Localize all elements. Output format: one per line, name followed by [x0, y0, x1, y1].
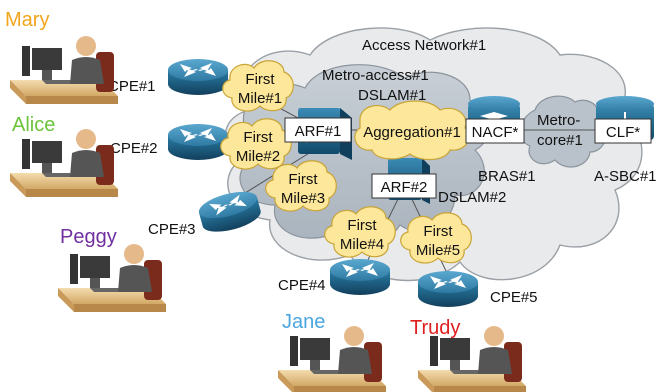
cpe-router-4	[330, 259, 390, 295]
first-mile-2-label-line2: Mile#2	[236, 148, 280, 165]
a-sbc-label: A-SBC#1	[594, 168, 657, 185]
aggregation-cloud: Aggregation#1	[354, 100, 470, 161]
arf-1-box: ARF#1	[284, 117, 352, 143]
peggy-person-icon	[58, 244, 166, 312]
trudy-name: Trudy	[410, 317, 460, 339]
clf-label: CLF*	[606, 124, 640, 141]
cpe-router-2	[168, 124, 228, 160]
cpe-router-5	[418, 271, 478, 307]
mary-person-icon	[10, 36, 118, 104]
arf-2-label: ARF#2	[381, 179, 428, 196]
metro-core-label-line2: core#1	[537, 132, 583, 149]
aggregation-label: Aggregation#1	[363, 124, 461, 141]
first-mile-3-label-line1: First	[288, 171, 318, 188]
first-mile-4-label-line2: Mile#4	[340, 236, 384, 253]
first-mile-5-label-line1: First	[423, 223, 453, 240]
cpe-5-label: CPE#5	[490, 289, 538, 306]
metro-core-label-line1: Metro-	[537, 112, 580, 129]
arf-2-box: ARF#2	[371, 173, 437, 199]
alice-name: Alice	[12, 114, 55, 136]
cpe-4-label: CPE#4	[278, 277, 326, 294]
bras-label: BRAS#1	[478, 168, 536, 185]
cpe-2-label: CPE#2	[110, 140, 158, 157]
arf-1-label: ARF#1	[295, 123, 342, 140]
jane-name: Jane	[282, 311, 325, 333]
peggy-name: Peggy	[60, 226, 117, 248]
first-mile-4-label-line1: First	[347, 217, 377, 234]
dslam-1-label: DSLAM#1	[358, 87, 426, 104]
first-mile-1-label-line1: First	[245, 71, 275, 88]
metro-core-cloud	[519, 95, 607, 168]
mary-name: Mary	[5, 9, 49, 31]
first-mile-3-label-line2: Mile#3	[281, 190, 325, 207]
first-mile-clouds: FirstMile#1FirstMile#2FirstMile#3FirstMi…	[220, 60, 472, 264]
first-mile-2-label-line1: First	[243, 129, 273, 146]
nacf-box: NACF*	[465, 118, 525, 144]
cpe-1-label: CPE#1	[108, 78, 156, 95]
jane-person-icon	[278, 326, 386, 392]
dslam-2-label: DSLAM#2	[438, 189, 506, 206]
first-mile-5-label-line2: Mile#5	[416, 242, 460, 259]
cpe-router-1	[168, 59, 228, 95]
cpe-router-3	[196, 186, 264, 237]
cpe-3-label: CPE#3	[148, 221, 196, 238]
clf-box: CLF*	[594, 118, 652, 144]
metro-access-label: Metro-access#1	[322, 67, 429, 84]
first-mile-1-label-line2: Mile#1	[238, 90, 282, 107]
access-network-label: Access Network#1	[362, 37, 486, 54]
nacf-label: NACF*	[472, 124, 519, 141]
alice-person-icon	[10, 129, 118, 197]
